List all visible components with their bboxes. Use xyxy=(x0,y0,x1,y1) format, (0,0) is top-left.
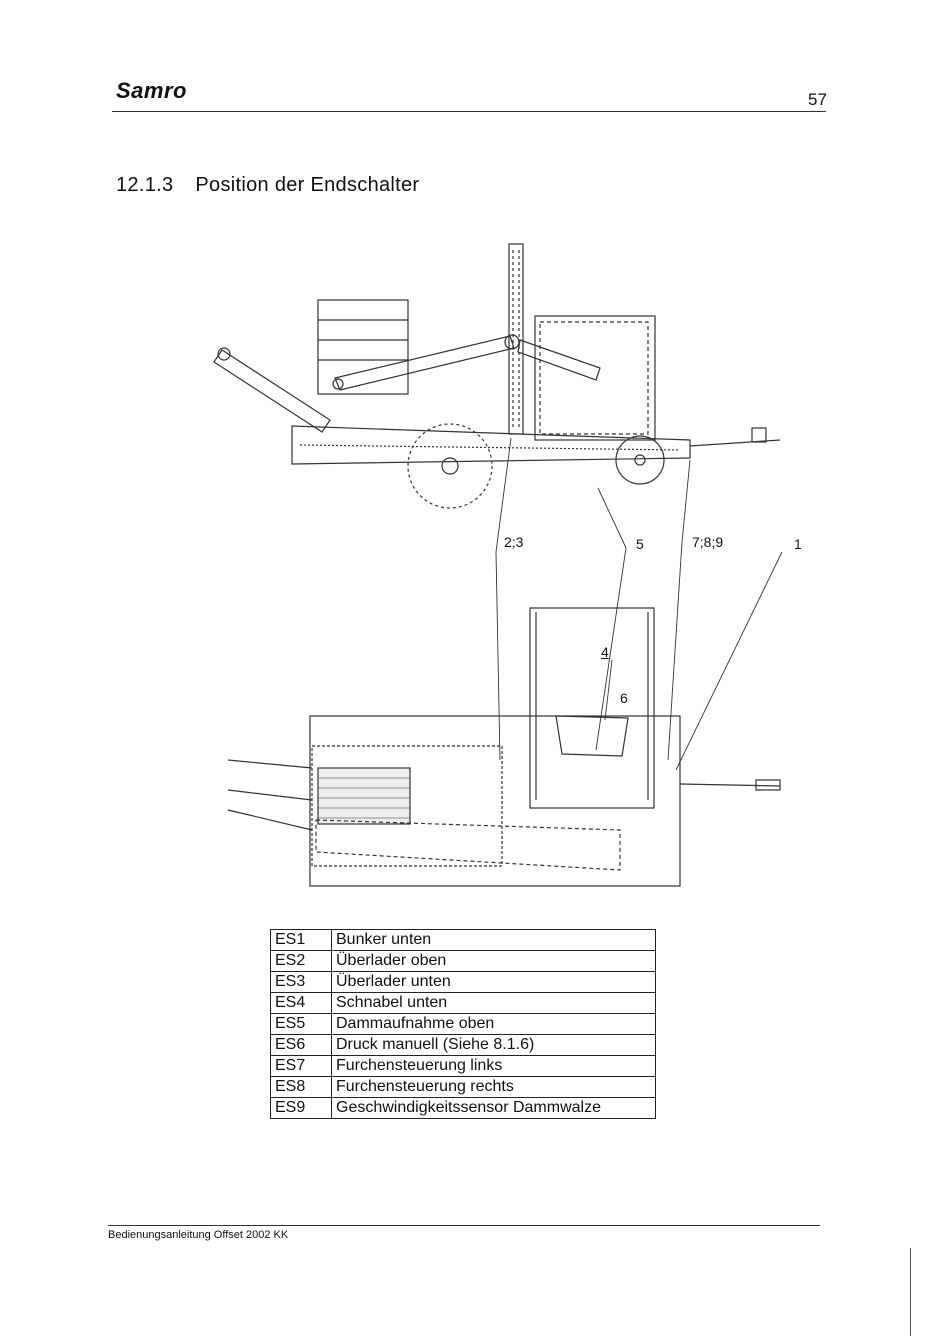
limit-switch-table: ES1 Bunker unten ES2 Überlader oben ES3 … xyxy=(270,929,656,1119)
table-row: ES8 Furchensteuerung rechts xyxy=(270,1076,656,1098)
table-row: ES1 Bunker unten xyxy=(270,929,656,951)
brand-logo: Samro xyxy=(116,78,187,103)
switch-code: ES9 xyxy=(270,1097,332,1119)
switch-code: ES4 xyxy=(270,992,332,1014)
callout-1: 1 xyxy=(794,536,802,552)
footer-rule xyxy=(108,1225,820,1226)
section-title: 12.1.3 Position der Endschalter xyxy=(116,174,419,197)
callout-5: 5 xyxy=(636,536,644,552)
callout-7-8-9: 7;8;9 xyxy=(692,534,724,550)
switch-description: Dammaufnahme oben xyxy=(331,1013,656,1035)
switch-code: ES7 xyxy=(270,1055,332,1077)
page-number: 57 xyxy=(808,90,827,109)
table-row: ES7 Furchensteuerung links xyxy=(270,1055,656,1077)
table-row: ES9 Geschwindigkeitssensor Dammwalze xyxy=(270,1097,656,1119)
switch-code: ES2 xyxy=(270,950,332,972)
switch-description: Druck manuell (Siehe 8.1.6) xyxy=(331,1034,656,1056)
header-rule xyxy=(112,111,826,112)
switch-description: Furchensteuerung links xyxy=(331,1055,656,1077)
section-title-text: Position der Endschalter xyxy=(195,174,420,196)
switch-description: Überlader oben xyxy=(331,950,656,972)
switch-description: Bunker unten xyxy=(331,929,656,951)
side-view-drawing xyxy=(213,243,781,509)
switch-description: Geschwindigkeitssensor Dammwalze xyxy=(331,1097,656,1119)
section-number: 12.1.3 xyxy=(116,174,174,196)
top-view-drawing xyxy=(227,607,781,887)
table-row: ES3 Überlader unten xyxy=(270,971,656,993)
switch-code: ES5 xyxy=(270,1013,332,1035)
switch-description: Überlader unten xyxy=(331,971,656,993)
table-row: ES2 Überlader oben xyxy=(270,950,656,972)
switch-code: ES8 xyxy=(270,1076,332,1098)
switch-code: ES6 xyxy=(270,1034,332,1056)
callout-4: 4 xyxy=(601,644,609,660)
table-row: ES5 Dammaufnahme oben xyxy=(270,1013,656,1035)
callout-6: 6 xyxy=(620,690,628,706)
margin-mark xyxy=(910,1248,911,1336)
table-row: ES6 Druck manuell (Siehe 8.1.6) xyxy=(270,1034,656,1056)
switch-code: ES3 xyxy=(270,971,332,993)
callout-leader-lines xyxy=(495,437,783,771)
callout-2-3: 2;3 xyxy=(504,534,524,550)
switch-code: ES1 xyxy=(270,929,332,951)
switch-description: Schnabel unten xyxy=(331,992,656,1014)
table-row: ES4 Schnabel unten xyxy=(270,992,656,1014)
switch-description: Furchensteuerung rechts xyxy=(331,1076,656,1098)
footer-text: Bedienungsanleitung Offset 2002 KK xyxy=(108,1229,289,1241)
